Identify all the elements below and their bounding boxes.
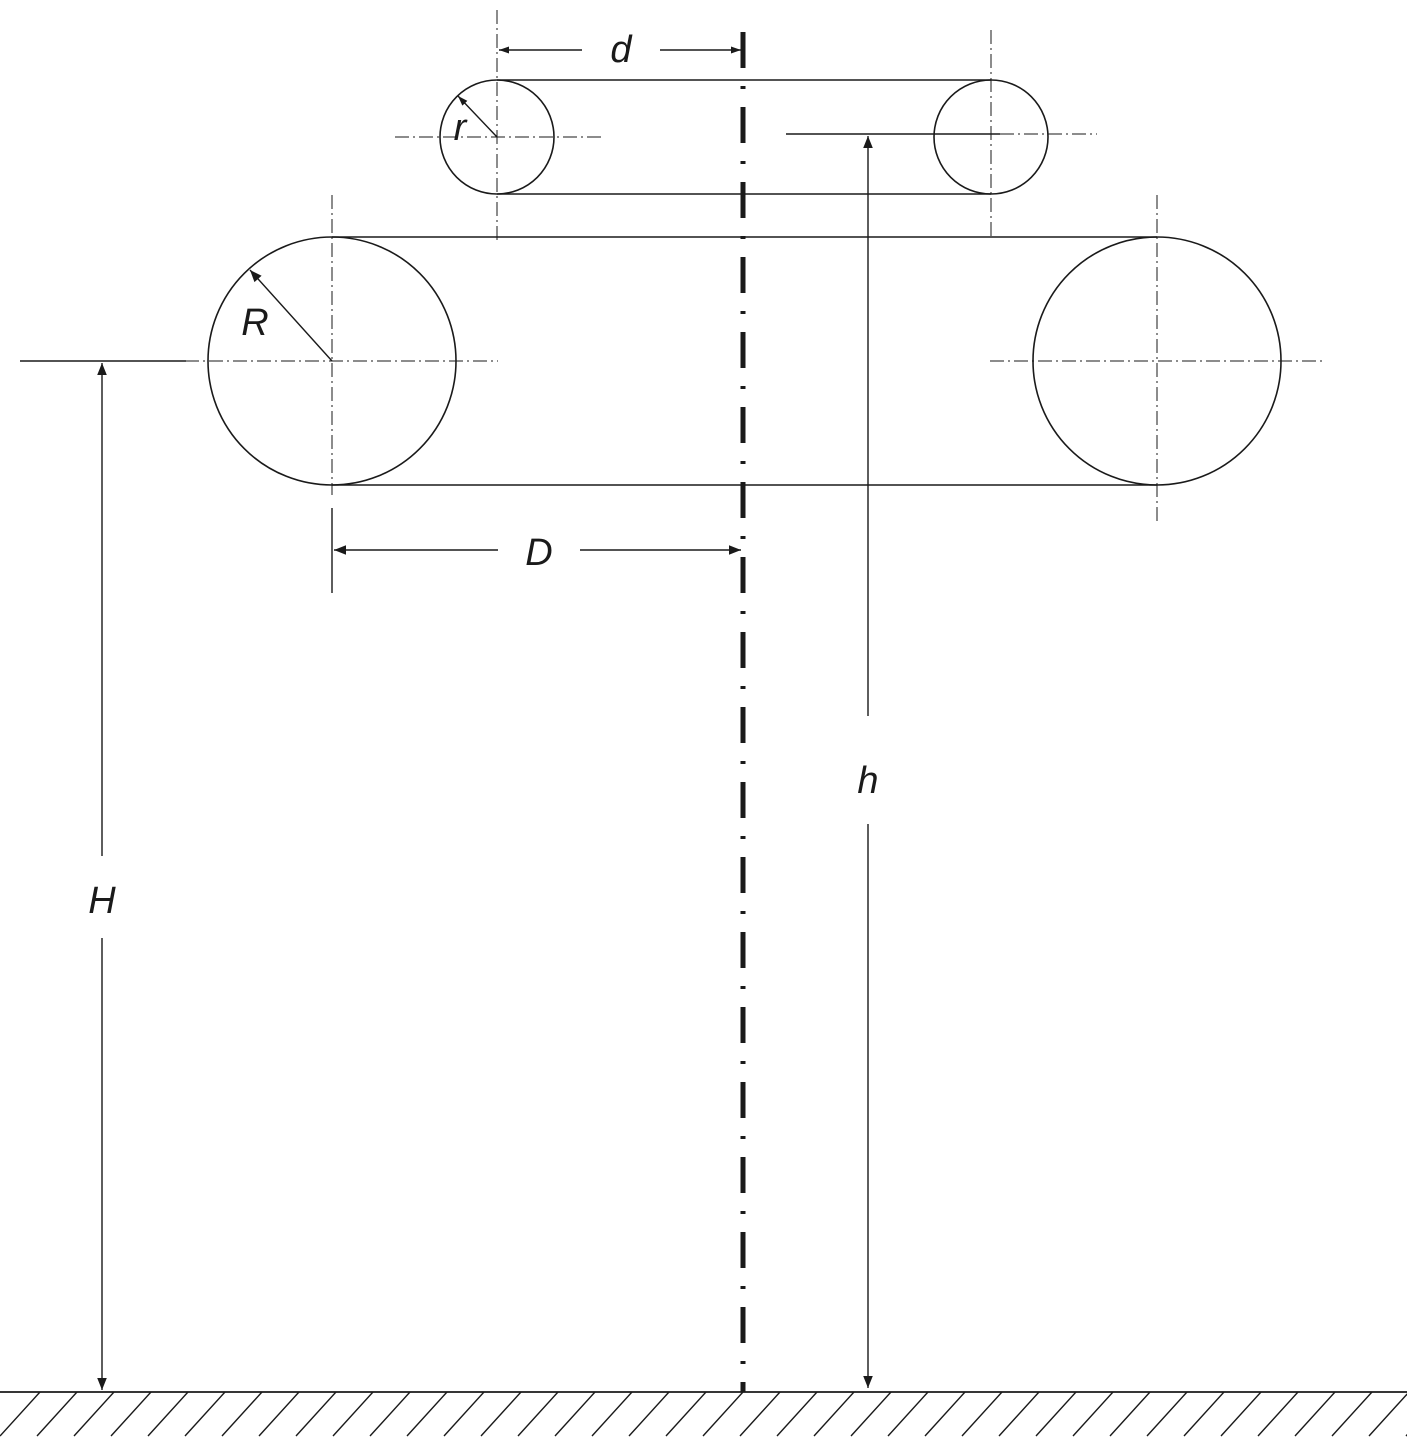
- hatch-stroke: [184, 1391, 226, 1437]
- hatch-stroke: [1183, 1391, 1225, 1437]
- hatch-stroke: [221, 1391, 263, 1437]
- hatch-stroke: [36, 1391, 78, 1437]
- dimension-R-label: R: [241, 302, 268, 344]
- hatch-stroke: [1072, 1391, 1114, 1437]
- dimension-D-label: D: [525, 532, 552, 574]
- dimension-H-label: H: [88, 880, 116, 922]
- hatch-stroke: [1146, 1391, 1188, 1437]
- hatch-stroke: [1294, 1391, 1336, 1437]
- large-torus: [185, 195, 1322, 525]
- hatch-stroke: [591, 1391, 633, 1437]
- hatch-stroke: [1109, 1391, 1151, 1437]
- hatch-stroke: [110, 1391, 152, 1437]
- hatch-stroke: [961, 1391, 1003, 1437]
- dimension-d: d: [499, 29, 741, 71]
- hatch-stroke: [776, 1391, 818, 1437]
- dimension-R-arrow: [249, 269, 333, 362]
- dimension-d-label: d: [610, 29, 633, 71]
- hatch-stroke: [813, 1391, 855, 1437]
- dimension-h: h: [786, 133, 1000, 1388]
- hatch-stroke: [554, 1391, 596, 1437]
- dimension-r-label: r: [454, 107, 468, 149]
- hatch-stroke: [1257, 1391, 1299, 1437]
- hatch-stroke: [517, 1391, 559, 1437]
- dimension-r-arrow: [457, 95, 498, 138]
- hatch-stroke: [258, 1391, 300, 1437]
- hatch-stroke: [443, 1391, 485, 1437]
- hatch-stroke: [332, 1391, 374, 1437]
- dimension-D: D: [331, 508, 741, 593]
- hatch-stroke: [0, 1391, 41, 1437]
- hatch-stroke: [147, 1391, 189, 1437]
- hatch-stroke: [1368, 1393, 1407, 1437]
- ground: [0, 1391, 1407, 1437]
- hatch-stroke: [739, 1391, 781, 1437]
- hatch-stroke: [369, 1391, 411, 1437]
- hatch-stroke: [1035, 1391, 1077, 1437]
- hatch-stroke: [480, 1391, 522, 1437]
- hatch-stroke: [1331, 1391, 1373, 1437]
- small-torus: [395, 10, 1097, 242]
- ground-hatching: [0, 1391, 1407, 1437]
- hatch-stroke: [295, 1391, 337, 1437]
- hatch-stroke: [998, 1391, 1040, 1437]
- hatch-stroke: [406, 1391, 448, 1437]
- hatch-stroke: [702, 1391, 744, 1437]
- dimension-R: R: [241, 269, 333, 362]
- dimension-r: r: [454, 95, 498, 149]
- hatch-stroke: [665, 1391, 707, 1437]
- hatch-stroke: [850, 1391, 892, 1437]
- hatch-stroke: [628, 1391, 670, 1437]
- hatch-stroke: [924, 1391, 966, 1437]
- dimension-H: H: [20, 360, 186, 1390]
- hatch-stroke: [73, 1391, 115, 1437]
- dimension-h-label: h: [857, 760, 878, 802]
- hatch-stroke: [887, 1391, 929, 1437]
- hatch-stroke: [1220, 1391, 1262, 1437]
